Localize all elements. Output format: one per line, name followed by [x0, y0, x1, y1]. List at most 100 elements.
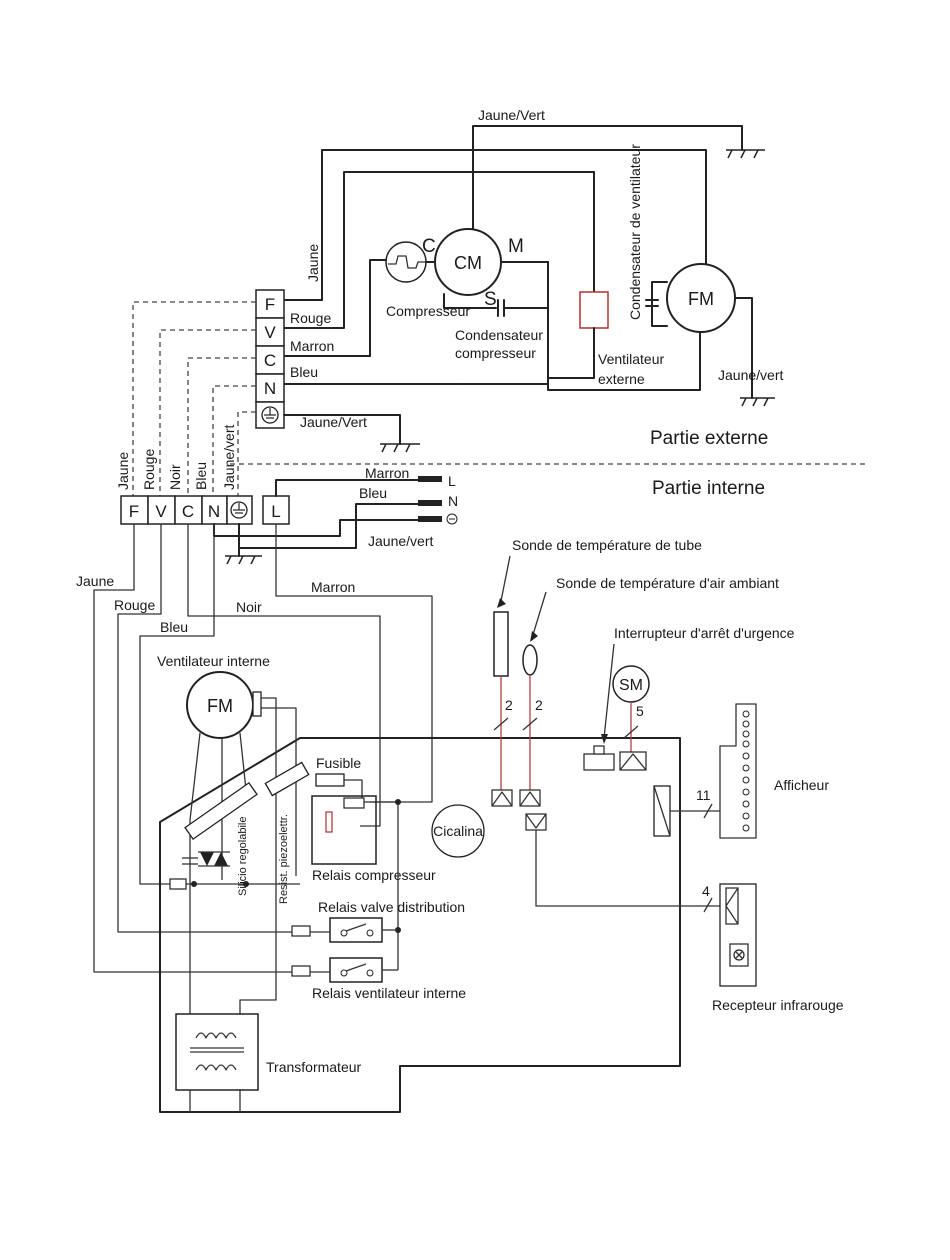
- fan-capacitor-box: [579, 291, 609, 329]
- wire-label-marron: Marron: [311, 579, 355, 595]
- wire-count-air: 2: [535, 697, 543, 713]
- vlabel-noir: Noir: [167, 464, 183, 490]
- compressor-cm-label: CM: [454, 253, 482, 273]
- wire-count-tube: 2: [505, 697, 513, 713]
- indoor-terminal-v: V: [155, 502, 167, 521]
- ground-symbol-indoor: [225, 555, 262, 565]
- label-jaune-vert-fan: Jaune/vert: [718, 367, 783, 383]
- outdoor-section-title: Partie externe: [650, 428, 768, 449]
- label-afficheur: Afficheur: [774, 777, 829, 793]
- indoor-terminal-c: C: [182, 502, 194, 521]
- outdoor-terminal-c: C: [264, 351, 276, 370]
- resistor-2-icon: [291, 925, 311, 937]
- outdoor-terminal-block: F V C N: [255, 289, 285, 429]
- varistor-1-icon: [184, 781, 258, 841]
- label-relais-ventilateur: Relais ventilateur interne: [312, 985, 466, 1001]
- supply-pin-l: L: [448, 473, 456, 489]
- supply-pin-n: N: [448, 493, 458, 509]
- tube-sensor-icon: [493, 611, 509, 677]
- supply-earth-icon: [446, 513, 458, 525]
- label-marron-outdoor: Marron: [290, 338, 334, 354]
- label-bleu-outdoor: Bleu: [290, 364, 318, 380]
- resistor-3-icon: [291, 965, 311, 977]
- label-jaune-outdoor: Jaune: [305, 244, 321, 282]
- wire-count-ir: 4: [702, 883, 710, 899]
- fan-relay-icon: [329, 957, 383, 983]
- interconnect-wires: [132, 301, 865, 496]
- supply-label-bleu: Bleu: [359, 485, 387, 501]
- compressor-relay-box: [311, 795, 377, 865]
- vlabel-jaune: Jaune: [115, 452, 131, 490]
- relay-contact-icon: [325, 811, 333, 833]
- outdoor-fm-label: FM: [688, 289, 714, 309]
- label-fusible: Fusible: [316, 755, 361, 771]
- emergency-switch-icon: [583, 753, 615, 771]
- compressor-motor: CM: [434, 228, 502, 296]
- outdoor-terminal-n: N: [264, 379, 276, 398]
- indoor-fm-label: FM: [207, 696, 233, 716]
- wire-label-rouge: Rouge: [114, 597, 155, 613]
- indoor-fan-motor: FM: [186, 671, 262, 739]
- ground-symbol-fan: [740, 397, 775, 407]
- fuse-icon: [315, 773, 345, 787]
- label-interrupteur: Interrupteur d'arrêt d'urgence: [614, 625, 795, 641]
- vlabel-rouge: Rouge: [141, 449, 157, 490]
- supply-label-marron: Marron: [365, 465, 409, 481]
- label-sonde-tube: Sonde de température de tube: [512, 537, 702, 553]
- label-condensateur-comp-1: Condensateur: [455, 327, 543, 343]
- indoor-terminal-l: L: [271, 502, 280, 521]
- indoor-unit: Partie interne Jaune Rouge Noir Bleu Jau…: [76, 425, 844, 1113]
- overload-protector-icon: [385, 241, 427, 283]
- air-sensor-icon: [522, 644, 538, 676]
- indoor-terminal-f: F: [129, 502, 139, 521]
- swing-connector-icon: [619, 751, 647, 771]
- vlabel-jaune-vert: Jaune/vert: [221, 425, 237, 490]
- relay-coil-icon: [343, 797, 365, 809]
- sensor-connectors: [491, 789, 547, 831]
- indoor-earth-terminal-icon: [230, 501, 248, 519]
- varistor-2-icon: [264, 761, 310, 797]
- label-recepteur: Recepteur infrarouge: [712, 997, 844, 1013]
- label-ventilateur-interne: Ventilateur interne: [157, 653, 270, 669]
- label-jaune-vert-ground: Jaune/Vert: [300, 414, 367, 430]
- wire-label-jaune: Jaune: [76, 573, 114, 589]
- label-silicio: Silicio regolabile: [237, 817, 249, 897]
- resistor-1-icon: [169, 878, 187, 890]
- label-cicalina: Cicalina: [433, 823, 483, 839]
- label-condensateur-comp-2: compresseur: [455, 345, 536, 361]
- earth-terminal-icon: [261, 406, 279, 424]
- outdoor-terminal-f: F: [265, 295, 275, 314]
- indoor-section-title: Partie interne: [652, 478, 765, 499]
- ir-led-icon: [729, 943, 749, 967]
- label-comp-m: M: [508, 236, 524, 257]
- outdoor-terminal-v: V: [264, 323, 276, 342]
- label-resist: Resist. piezoelettr.: [278, 814, 290, 904]
- indoor-terminal-block: F V C N L: [120, 495, 290, 525]
- label-sonde-air: Sonde de température d'air ambiant: [556, 575, 779, 591]
- label-comp-c: C: [422, 236, 436, 257]
- label-transformateur: Transformateur: [266, 1059, 362, 1075]
- label-relais-compresseur: Relais compresseur: [312, 867, 436, 883]
- valve-relay-icon: [329, 917, 383, 943]
- ground-symbol-outdoor: [380, 443, 420, 453]
- display-panel: [719, 703, 757, 839]
- buzzer-icon: Cicalina: [431, 804, 485, 858]
- outdoor-fan-motor: FM: [666, 263, 736, 333]
- swing-motor-label: SM: [619, 677, 643, 694]
- supply-plug-icon: [418, 476, 442, 522]
- label-ventilateur-externe-1: Ventilateur: [598, 351, 664, 367]
- vlabel-bleu: Bleu: [193, 462, 209, 490]
- wire-label-noir: Noir: [236, 599, 262, 615]
- label-ventilateur-externe-2: externe: [598, 371, 645, 387]
- label-compresseur: Compresseur: [386, 303, 470, 319]
- pcb-outline: [159, 737, 681, 1113]
- outdoor-unit: Jaune/Vert Jaune Rouge Marron C Bleu: [255, 107, 783, 453]
- ground-symbol-top: [726, 149, 765, 159]
- label-jaune-vert-top: Jaune/Vert: [478, 107, 545, 123]
- wire-count-swing: 5: [636, 703, 644, 719]
- label-relais-valve: Relais valve distribution: [318, 899, 465, 915]
- wire-label-bleu: Bleu: [160, 619, 188, 635]
- swing-motor: SM: [612, 665, 650, 703]
- label-condensateur-ventilateur: Condensateur de ventilateur: [627, 144, 643, 320]
